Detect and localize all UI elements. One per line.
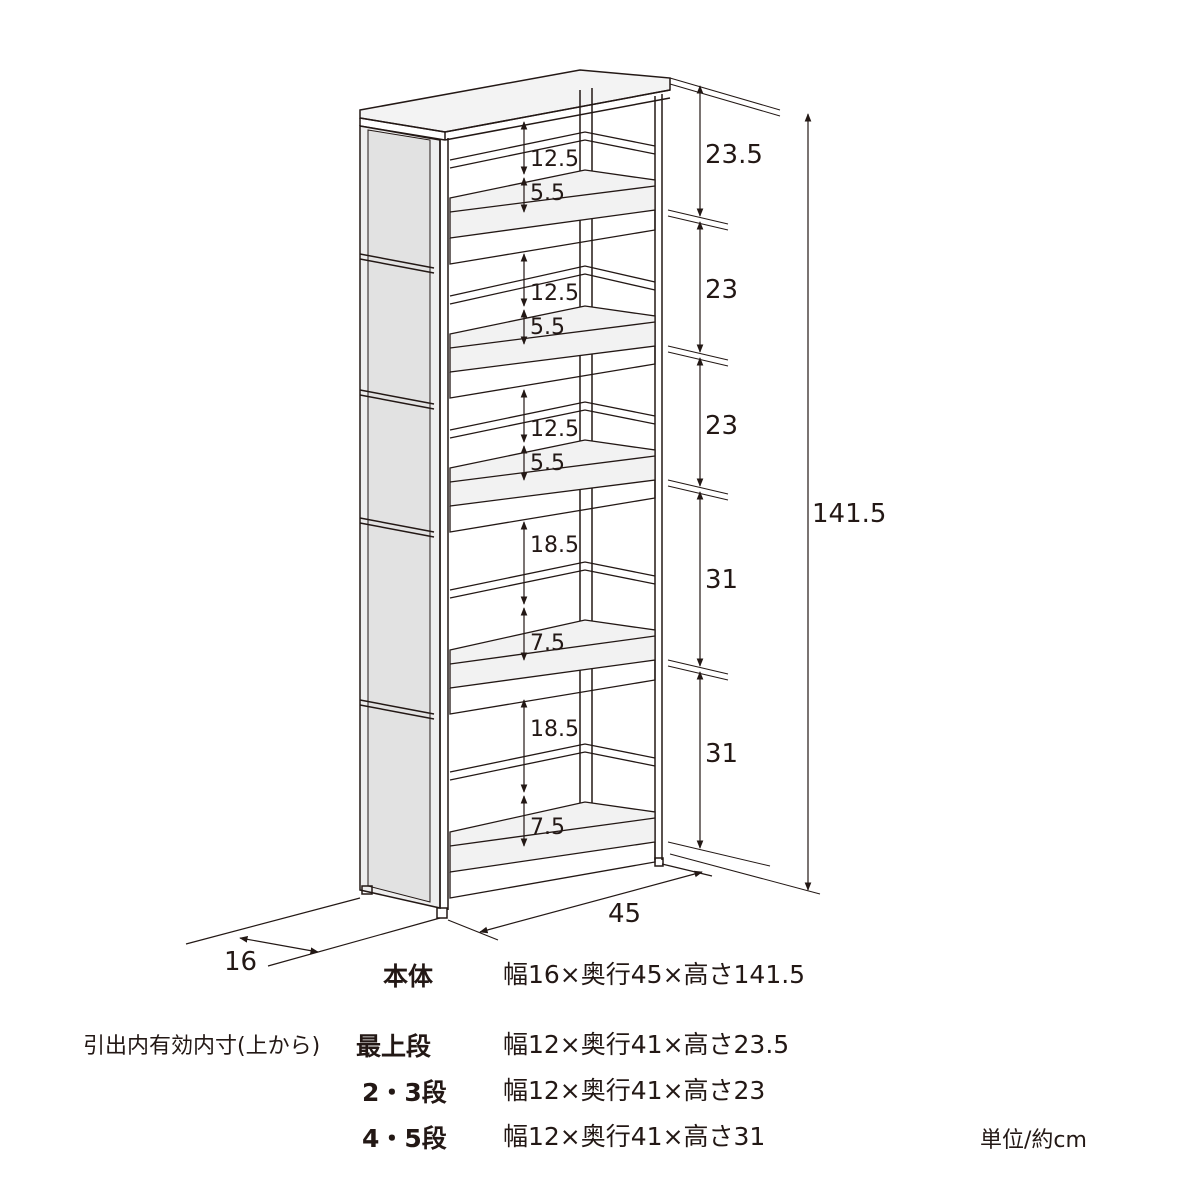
spec-row-1-value: 幅12×奥行41×高さ23.5 [503, 1030, 790, 1059]
inner-lower-4: 7.5 [530, 631, 565, 656]
spec-row-1-label: 最上段 [356, 1032, 432, 1061]
spec-row-3-value: 幅12×奥行41×高さ31 [503, 1122, 766, 1151]
total-height-label: 141.5 [812, 499, 886, 529]
spec-row-2-label: 2・3段 [362, 1078, 447, 1107]
basket-4 [449, 561, 656, 715]
section-dimension-lines [696, 85, 812, 891]
section-height-3: 23 [705, 411, 738, 441]
inner-upper-3: 12.5 [530, 417, 579, 442]
top-board [359, 69, 671, 133]
section-height-5: 31 [705, 739, 738, 769]
section-height-2: 23 [705, 275, 738, 305]
spec-row-2-value: 幅12×奥行41×高さ23 [503, 1076, 766, 1105]
inner-lower-5: 7.5 [530, 815, 565, 840]
inner-upper-2: 12.5 [530, 281, 579, 306]
cabinet-body [359, 69, 671, 919]
spec-row-3-label: 4・5段 [362, 1124, 447, 1153]
inner-upper-4: 18.5 [530, 533, 579, 558]
width-label: 16 [224, 947, 257, 977]
spec-body-value: 幅16×奥行45×高さ141.5 [503, 960, 806, 989]
base-dimension-lines [185, 863, 713, 967]
section-height-1: 23.5 [705, 140, 763, 170]
section-extension-lines [667, 77, 821, 895]
inner-dimensions-note: 引出内有効内寸(上から) [83, 1034, 321, 1059]
inner-upper-1: 12.5 [530, 147, 579, 172]
inner-lower-1: 5.5 [530, 181, 565, 206]
depth-label: 45 [608, 899, 641, 929]
inner-upper-5: 18.5 [530, 717, 579, 742]
unit-note: 単位/約cm [980, 1128, 1087, 1153]
basket-2 [449, 265, 656, 399]
inner-dimension-labels: 12.5 5.5 12.5 5.5 12.5 5.5 18.5 7.5 18.5… [530, 147, 579, 840]
inner-lower-3: 5.5 [530, 451, 565, 476]
spec-body-label: 本体 [383, 962, 434, 991]
inner-lower-2: 5.5 [530, 315, 565, 340]
basket-1 [449, 131, 656, 265]
section-height-4: 31 [705, 565, 738, 595]
basket-3 [449, 401, 656, 533]
section-height-labels: 23.5 23 23 31 31 141.5 [705, 140, 886, 769]
